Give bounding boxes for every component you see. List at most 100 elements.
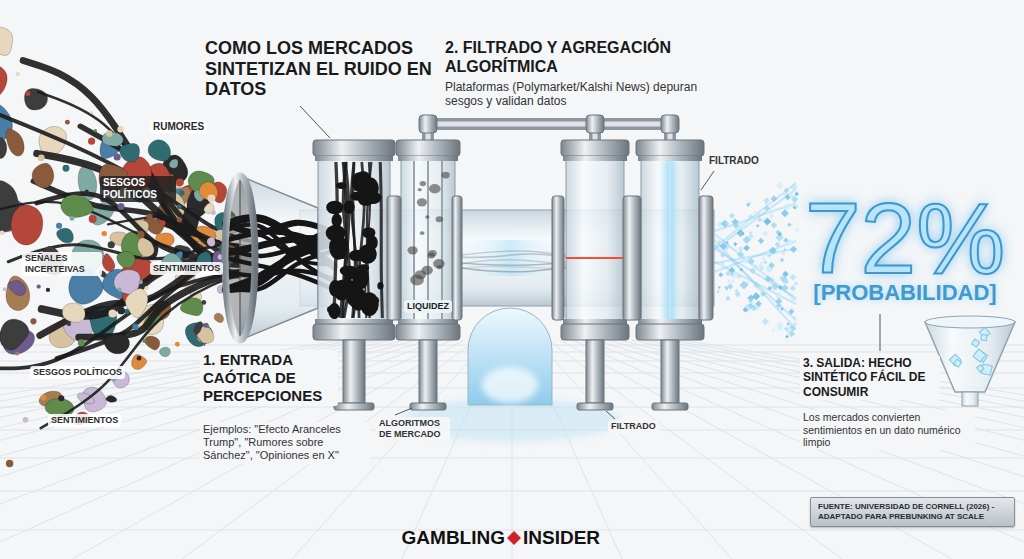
data-particle: [729, 213, 735, 219]
data-particle: [783, 187, 789, 193]
ink-blob: [420, 181, 427, 186]
noise-blob: [104, 334, 130, 353]
noise-dot: [179, 190, 184, 195]
data-particle: [740, 281, 748, 289]
noise-dot: [137, 356, 142, 361]
noise-blob: [57, 228, 74, 243]
cylinder-ring: [563, 156, 627, 161]
data-particle: [720, 242, 728, 250]
data-particle: [781, 251, 786, 256]
noise-blob: [0, 64, 7, 101]
ink-blob: [362, 227, 375, 238]
data-particle: [716, 290, 720, 294]
noise-dot: [117, 203, 124, 210]
noise-dot: [89, 215, 97, 223]
data-particle: [762, 231, 768, 237]
pipe-flange: [699, 196, 713, 320]
noise-dot: [124, 309, 129, 314]
data-particle: [749, 231, 752, 234]
noise-dot: [90, 111, 93, 114]
data-particle: [757, 217, 763, 223]
cylinder-cap: [396, 324, 460, 340]
leader-line: [880, 314, 881, 351]
data-particle: [794, 281, 799, 286]
data-particle: [783, 248, 786, 251]
data-particle: [776, 324, 783, 331]
data-particle: [793, 322, 798, 327]
data-particle: [772, 329, 775, 332]
data-particle: [720, 253, 725, 258]
data-particle: [738, 221, 745, 228]
cylinder-cap: [561, 140, 629, 156]
noise-dot: [58, 395, 64, 401]
noise-dot: [117, 126, 123, 132]
noise-blob: [207, 237, 215, 247]
noise-dot: [176, 178, 184, 186]
noise-blob: [0, 137, 7, 158]
cylinder-ring: [315, 156, 393, 161]
data-particle: [768, 262, 774, 268]
cylinder-leg: [343, 340, 365, 403]
noise-blob: [24, 88, 47, 110]
noise-blob: [0, 27, 13, 56]
cylinder-cap: [313, 324, 395, 340]
data-particle: [740, 281, 748, 289]
data-particle: [749, 267, 756, 274]
noise-dot: [65, 120, 70, 125]
light-ray: [714, 248, 796, 298]
data-particle: [756, 224, 760, 228]
mixing-rod: [413, 160, 415, 320]
data-particle: [785, 335, 789, 339]
cylinder-cap: [313, 140, 395, 156]
ink-blob: [349, 250, 365, 262]
ink-blob: [422, 266, 433, 275]
source-plaque: FUENTE: UNIVERSIDAD DE CORNELL (2026) - …: [810, 497, 1015, 527]
cylinder-cap: [561, 324, 629, 340]
data-cube: [972, 339, 980, 347]
cylinder-ring: [315, 319, 393, 324]
cylinder-cap: [636, 324, 704, 340]
noise-dot: [8, 284, 11, 287]
cylinder-glass: [566, 152, 624, 328]
data-particle: [765, 202, 768, 205]
section-heading: 2. FILTRADO Y AGREGACIÓN ALGORÍTMICA: [445, 38, 720, 76]
light-ray: [714, 183, 796, 248]
data-cube: [981, 334, 987, 340]
section-body: Ejemplos: "Efecto Aranceles Trump", "Rum…: [200, 422, 370, 464]
data-particle: [765, 252, 771, 258]
ink-blob: [326, 201, 343, 215]
noise-dot: [118, 287, 122, 291]
data-particle: [743, 236, 751, 244]
noise-dot: [67, 322, 71, 326]
noise-dot: [3, 287, 7, 291]
data-particle: [740, 268, 744, 272]
leader-line: [190, 328, 205, 346]
noise-dot: [118, 307, 125, 314]
data-particle: [760, 291, 766, 297]
data-particle: [771, 283, 779, 291]
logo-text: INSIDER: [523, 527, 600, 550]
data-particle: [733, 242, 737, 246]
grid-line: [0, 340, 416, 559]
cylinder-ring: [563, 319, 627, 324]
data-particle: [789, 274, 796, 281]
data-particle: [763, 217, 771, 225]
noise-label: SESGOS POLÍTICOS: [30, 366, 125, 379]
part-label: ALGORITMOS DE MERCADO: [376, 417, 450, 441]
clearing-wisp: [455, 251, 566, 256]
data-particle: [758, 238, 764, 244]
clearing-wisp: [455, 266, 566, 268]
cylinder-glass: [318, 152, 390, 328]
cylinder-base: [652, 403, 688, 410]
noise-dot: [160, 220, 166, 226]
ink-blob: [329, 280, 341, 297]
data-particle: [737, 251, 744, 258]
probability-caption: [PROBABILIDAD]: [813, 280, 996, 306]
noise-blob: [194, 322, 202, 334]
noise-dot: [207, 194, 215, 202]
noise-dot: [106, 130, 113, 137]
ink-blob: [417, 198, 427, 206]
data-particle: [795, 205, 799, 209]
noise-dot: [15, 352, 19, 356]
data-particle: [776, 303, 782, 309]
